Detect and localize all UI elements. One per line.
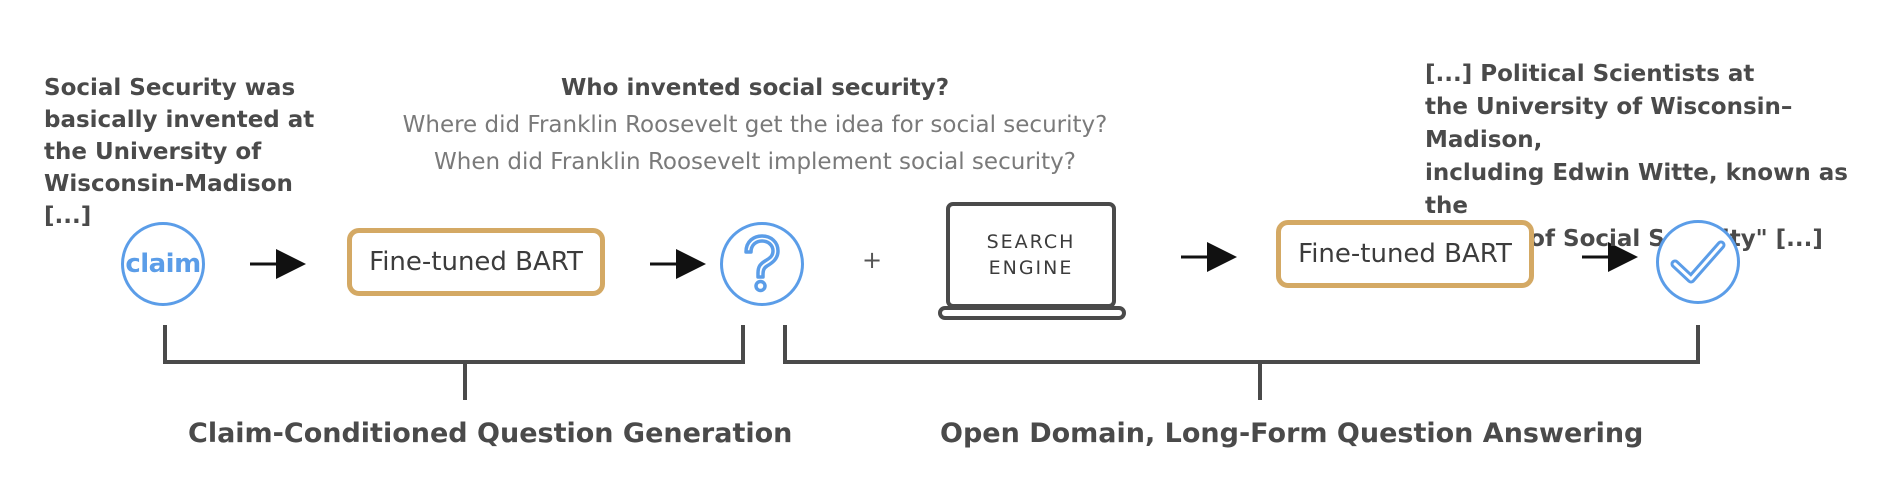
- verified-node: [1656, 220, 1740, 304]
- answer-line: including Edwin Witte, known as the: [1425, 160, 1848, 219]
- claim-line: basically invented at: [44, 107, 315, 133]
- plus-sign: +: [862, 246, 883, 274]
- qg-model-label: Fine-tuned BART: [369, 247, 583, 277]
- claim-node: claim: [121, 222, 205, 306]
- answer-line: the University of Wisconsin–Madison,: [1425, 94, 1793, 153]
- group-label-question-answering: Open Domain, Long-Form Question Answerin…: [940, 418, 1644, 449]
- search-engine-line1: SEARCH: [986, 231, 1076, 253]
- qa-model-label: Fine-tuned BART: [1298, 239, 1512, 269]
- generated-questions: Who invented social security? Where did …: [360, 70, 1150, 181]
- claim-line: the University of: [44, 139, 262, 165]
- claim-line: Social Security was: [44, 75, 296, 101]
- search-engine-line2: ENGINE: [988, 257, 1074, 279]
- qg-model-box: Fine-tuned BART: [347, 228, 605, 296]
- answer-line: [...] Political Scientists at: [1425, 61, 1755, 87]
- question-main: Who invented social security?: [560, 75, 950, 101]
- question-alt-1: Where did Franklin Roosevelt get the ide…: [402, 112, 1108, 138]
- bracket-left: [163, 325, 745, 400]
- question-node: [720, 222, 804, 306]
- group-label-question-generation: Claim-Conditioned Question Generation: [188, 418, 793, 449]
- qa-model-box: Fine-tuned BART: [1276, 220, 1534, 288]
- search-engine-laptop: SEARCH ENGINE: [946, 202, 1116, 308]
- checkmark-icon: [1670, 240, 1726, 284]
- laptop-base: [938, 306, 1126, 320]
- answer-text: [...] Political Scientists at the Univer…: [1425, 58, 1895, 256]
- question-mark-icon: [744, 234, 780, 293]
- claim-node-label: claim: [125, 249, 201, 279]
- claim-line: Wisconsin-Madison [...]: [44, 171, 293, 229]
- bracket-right: [783, 325, 1700, 400]
- question-alt-2: When did Franklin Roosevelt implement so…: [434, 149, 1076, 175]
- claim-text: Social Security was basically invented a…: [44, 72, 344, 232]
